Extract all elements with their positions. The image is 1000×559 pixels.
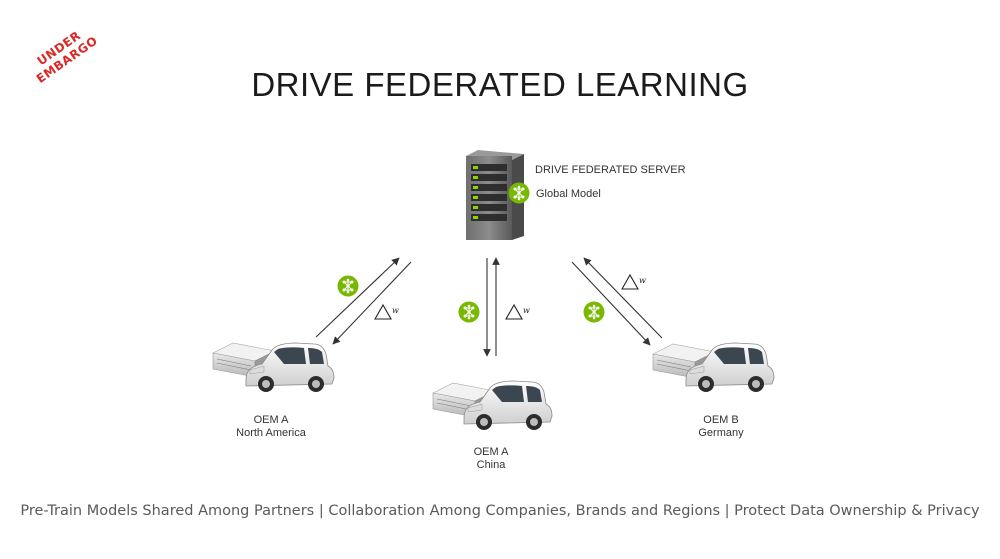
node-company: OEM B: [703, 414, 739, 426]
footer-tagline: Pre-Train Models Shared Among Partners |…: [20, 503, 980, 519]
node-label-germany: OEM B Germany: [651, 414, 791, 440]
global-model-neural-network-icon: [508, 182, 530, 204]
page-title: DRIVE FEDERATED LEARNING: [251, 66, 749, 103]
node-region: North America: [236, 427, 306, 439]
upload-arrow-right: [583, 257, 663, 339]
delta-weight-label-left: w: [392, 306, 399, 315]
global-model-label: Global Model: [536, 188, 601, 200]
download-arrow-right: [571, 261, 651, 346]
node-china: [432, 380, 553, 431]
delta-icon-right: [621, 273, 639, 290]
node-company: OEM A: [473, 446, 509, 458]
upload-arrow-left: [315, 257, 400, 338]
node-label-north-america: OEM A North America: [201, 414, 341, 440]
node-label-china: OEM A China: [421, 446, 561, 472]
download-arrow-left: [332, 261, 412, 345]
node-germany: [652, 342, 775, 393]
server-rack-icon: [466, 150, 524, 240]
server-name: DRIVE FEDERATED SERVER: [535, 164, 686, 176]
neural-network-icon-left: [337, 275, 359, 297]
neural-network-icon-center: [458, 301, 480, 323]
node-north-america: [212, 342, 335, 393]
node-company: OEM A: [253, 414, 289, 426]
node-region: China: [476, 459, 506, 471]
delta-weight-label-right: w: [639, 276, 646, 285]
neural-network-icon-right: [583, 301, 605, 323]
delta-weight-label-center: w: [523, 306, 530, 315]
delta-icon-center: [505, 303, 523, 320]
node-region: Germany: [698, 427, 744, 439]
delta-icon-left: [374, 303, 392, 320]
